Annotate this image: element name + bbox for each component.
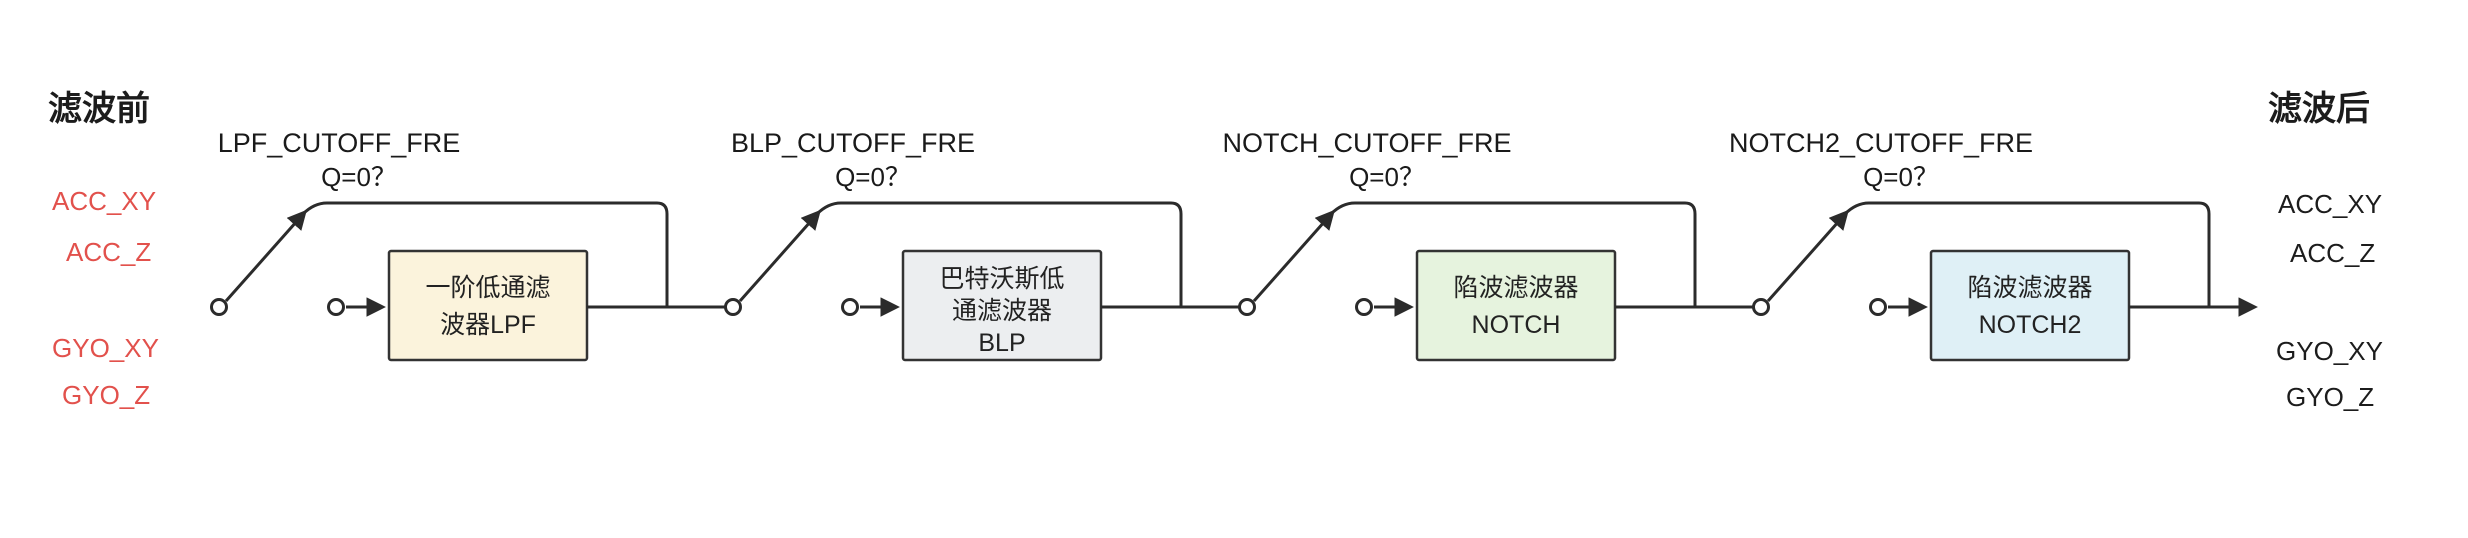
filter-input-node bbox=[327, 298, 345, 316]
input-label-gyo-z: GYO_Z bbox=[62, 380, 150, 410]
notch-box-label-line2: NOTCH bbox=[1472, 311, 1561, 339]
blp-box-label-line2: 通滤波器 bbox=[952, 297, 1052, 325]
filter-input-node bbox=[841, 298, 859, 316]
blp-box-label-line3: BLP bbox=[978, 329, 1025, 357]
bypass-line bbox=[301, 201, 669, 307]
notch2-q-label: Q=0？ bbox=[1863, 162, 1939, 192]
bypass-line bbox=[1843, 201, 2211, 307]
stage-notch: NOTCH_CUTOFF_FRE Q=0？ 陷波滤波器 NOTCH bbox=[1222, 128, 1753, 362]
output-label-acc-xy: ACC_XY bbox=[2278, 189, 2382, 219]
stage-blp: BLP_CUTOFF_FRE Q=0？ 巴特沃斯低 通滤波器 BLP bbox=[724, 128, 1239, 362]
blp-q-label: Q=0？ bbox=[835, 162, 911, 192]
lpf-cutoff-label: LPF_CUTOFF_FRE bbox=[218, 128, 461, 158]
input-label-gyo-xy: GYO_XY bbox=[52, 333, 159, 363]
bypass-line bbox=[815, 201, 1183, 307]
filter-input-node bbox=[1869, 298, 1887, 316]
output-label-acc-z: ACC_Z bbox=[2290, 238, 2375, 268]
stage-notch2: NOTCH2_CUTOFF_FRE Q=0？ 陷波滤波器 NOTCH2 bbox=[1729, 128, 2258, 362]
filter-input-node bbox=[1355, 298, 1373, 316]
switch-arm bbox=[738, 209, 821, 302]
notch-filter-box bbox=[1415, 249, 1617, 362]
blp-box-label-line1: 巴特沃斯低 bbox=[939, 265, 1064, 293]
notch2-box-label-line2: NOTCH2 bbox=[1979, 311, 2082, 339]
notch-box-label-line1: 陷波滤波器 bbox=[1453, 274, 1578, 302]
bypass-line bbox=[1329, 201, 1697, 307]
title-before-filter: 滤波前 bbox=[48, 90, 150, 128]
lpf-box-label-line1: 一阶低通滤 bbox=[425, 274, 550, 302]
notch-cutoff-label: NOTCH_CUTOFF_FRE bbox=[1222, 128, 1511, 158]
blp-cutoff-label: BLP_CUTOFF_FRE bbox=[731, 128, 975, 158]
switch-arm bbox=[1766, 209, 1849, 302]
lpf-box-label-line2: 波器LPF bbox=[440, 311, 536, 339]
lpf-q-label: Q=0？ bbox=[321, 162, 397, 192]
lpf-filter-box bbox=[387, 249, 589, 362]
notch2-cutoff-label: NOTCH2_CUTOFF_FRE bbox=[1729, 128, 2033, 158]
switch-pole-node bbox=[1238, 298, 1256, 316]
switch-pole-node bbox=[1752, 298, 1770, 316]
input-label-acc-z: ACC_Z bbox=[66, 237, 151, 267]
title-after-filter: 滤波后 bbox=[2268, 90, 2370, 128]
switch-arm bbox=[1252, 209, 1335, 302]
switch-pole-node bbox=[724, 298, 742, 316]
stage-lpf: LPF_CUTOFF_FRE Q=0？ 一阶低通滤 波器LPF bbox=[210, 128, 725, 362]
switch-arm bbox=[224, 209, 307, 302]
switch-pole-node bbox=[210, 298, 228, 316]
notch2-filter-box bbox=[1929, 249, 2131, 362]
notch2-box-label-line1: 陷波滤波器 bbox=[1967, 274, 2092, 302]
notch-q-label: Q=0？ bbox=[1349, 162, 1425, 192]
output-label-gyo-xy: GYO_XY bbox=[2276, 336, 2383, 366]
output-label-gyo-z: GYO_Z bbox=[2286, 382, 2374, 412]
input-label-acc-xy: ACC_XY bbox=[52, 186, 156, 216]
